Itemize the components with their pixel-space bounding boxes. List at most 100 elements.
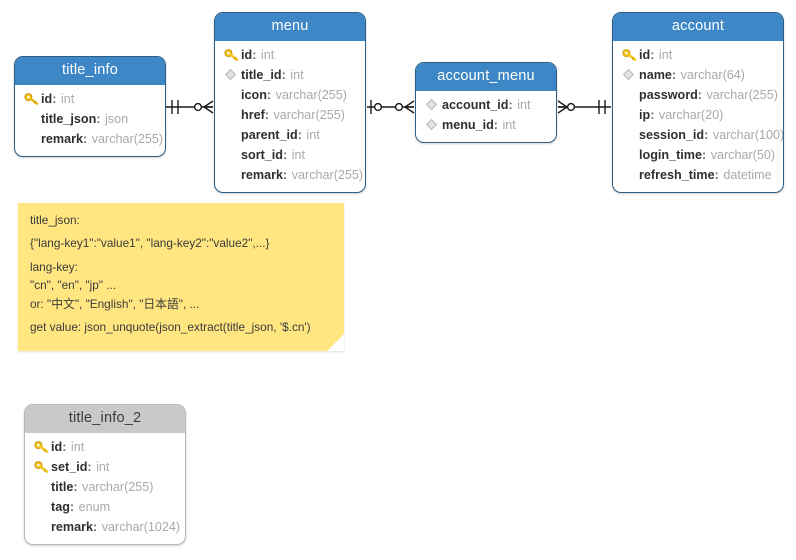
column-type: int (658, 47, 673, 62)
column-type: varchar(20) (658, 107, 724, 122)
column-row[interactable]: icon: varchar(255) (215, 85, 365, 105)
column-name: remark (241, 167, 284, 182)
column-mark-none (622, 167, 639, 183)
column-name: parent_id (241, 127, 298, 142)
column-name: password (639, 87, 698, 102)
column-row[interactable]: tag: enum (25, 497, 185, 517)
key-icon (622, 47, 639, 63)
note-line: {"lang-key1":"value1", "lang-key2":"valu… (30, 236, 270, 251)
column-separator: : (704, 127, 709, 142)
column-name: tag (51, 499, 70, 514)
column-type: varchar(255) (91, 131, 164, 146)
column-separator: : (52, 91, 57, 106)
column-name: account_id (442, 97, 509, 112)
entity-columns-menu: id: int title_id: int icon: varchar(255)… (215, 41, 365, 192)
column-mark-none (224, 107, 241, 123)
column-mark-none (34, 479, 51, 495)
column-name: title_id (241, 67, 282, 82)
column-type: varchar(64) (680, 67, 745, 82)
diamond-icon (622, 67, 639, 83)
column-row[interactable]: login_time: varchar(50) (613, 145, 783, 165)
column-type: int (502, 117, 516, 132)
column-row[interactable]: refresh_time: datetime (613, 165, 783, 185)
note-line: "cn", "en", "jp" ... (30, 278, 117, 293)
entity-title-account: account (613, 13, 783, 41)
column-type: datetime (723, 167, 772, 182)
column-name: id (639, 47, 651, 62)
note-line: lang-key: (30, 259, 78, 274)
column-type: int (290, 67, 304, 82)
entity-columns-title_info: id: int title_json: json remark: varchar… (15, 85, 165, 156)
column-row[interactable]: set_id: int (25, 457, 185, 477)
column-row[interactable]: href: varchar(255) (215, 105, 365, 125)
column-name: ip (639, 107, 651, 122)
column-row[interactable]: id: int (15, 89, 165, 109)
column-name: set_id (51, 459, 88, 474)
column-row[interactable]: id: int (25, 437, 185, 457)
column-mark-none (34, 519, 51, 535)
entity-columns-title_info_2: id: int set_id: int title: varchar(255) (25, 433, 185, 544)
column-row[interactable]: password: varchar(255) (613, 85, 783, 105)
column-row[interactable]: name: varchar(64) (613, 65, 783, 85)
column-separator: : (252, 47, 257, 62)
column-mark-none (622, 147, 639, 163)
entity-table-title_info[interactable]: title_info id: int title_json: json (14, 56, 166, 157)
column-row[interactable]: title: varchar(255) (25, 477, 185, 497)
column-name: refresh_time (639, 167, 715, 182)
column-mark-none (622, 127, 639, 143)
column-type: varchar(1024) (101, 519, 181, 534)
column-type: json (105, 111, 129, 126)
column-row[interactable]: sort_id: int (215, 145, 365, 165)
column-separator: : (93, 519, 98, 534)
column-row[interactable]: title_id: int (215, 65, 365, 85)
column-name: icon (241, 87, 267, 102)
column-type: int (306, 127, 320, 142)
column-row[interactable]: id: int (613, 45, 783, 65)
column-separator: : (650, 107, 655, 122)
column-row[interactable]: id: int (215, 45, 365, 65)
entity-title-account_menu: account_menu (416, 63, 556, 91)
diamond-icon (224, 67, 241, 83)
key-icon (224, 47, 241, 63)
column-row[interactable]: session_id: varchar(100) (613, 125, 783, 145)
column-type: varchar(255) (275, 87, 347, 102)
column-name: login_time (639, 147, 702, 162)
column-row[interactable]: remark: varchar(255) (15, 129, 165, 149)
entity-table-menu[interactable]: menu id: int (214, 12, 366, 193)
column-type: varchar(100) (712, 127, 784, 142)
column-row[interactable]: parent_id: int (215, 125, 365, 145)
column-type: varchar(255) (273, 107, 345, 122)
column-separator: : (697, 87, 702, 102)
column-type: varchar(255) (706, 87, 778, 102)
column-row[interactable]: ip: varchar(20) (613, 105, 783, 125)
column-name: title (51, 479, 74, 494)
column-name: remark (51, 519, 94, 534)
note-line: title_json: (30, 213, 80, 227)
column-separator: : (73, 479, 78, 494)
column-row[interactable]: title_json: json (15, 109, 165, 129)
column-name: id (241, 47, 253, 62)
entity-table-account[interactable]: account id: int (612, 12, 784, 193)
column-mark-none (224, 147, 241, 163)
column-mark-none (24, 111, 41, 127)
note-line: get value: json_unquote(json_extract(tit… (30, 319, 311, 334)
entity-table-title_info_2[interactable]: title_info_2 id: int (24, 404, 186, 545)
diamond-icon (425, 97, 442, 113)
column-row[interactable]: remark: varchar(1024) (25, 517, 185, 537)
key-icon (24, 91, 41, 107)
column-type: int (517, 97, 531, 112)
column-mark-none (224, 127, 241, 143)
column-separator: : (69, 499, 75, 514)
column-row[interactable]: menu_id: int (416, 115, 556, 135)
entity-table-account_menu[interactable]: account_menu account_id: int menu_id: in… (415, 62, 557, 143)
column-type: varchar(255) (82, 479, 154, 494)
sticky-note-title_json[interactable]: title_json: {"lang-key1":"value1", "lang… (18, 203, 344, 351)
column-separator: : (281, 67, 286, 82)
column-name: session_id (639, 127, 705, 142)
column-separator: : (266, 87, 272, 102)
column-row[interactable]: account_id: int (416, 95, 556, 115)
column-separator: : (701, 147, 707, 162)
column-row[interactable]: remark: varchar(255) (215, 165, 365, 185)
column-name: title_json (41, 111, 97, 126)
